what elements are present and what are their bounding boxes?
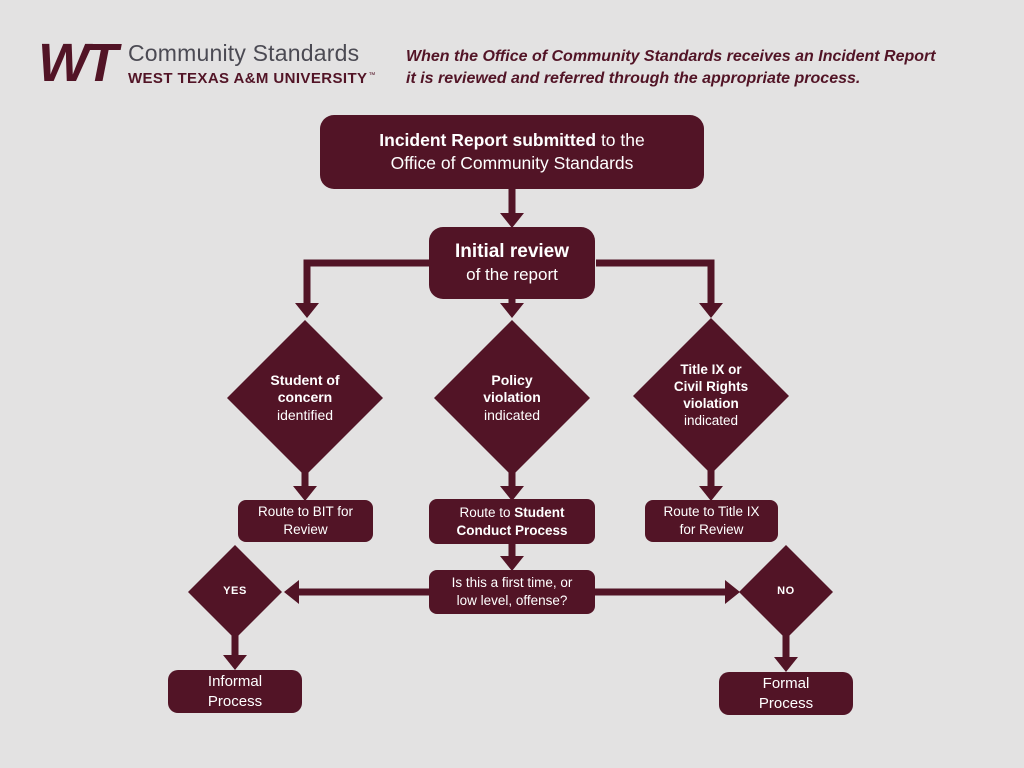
titleix-violation-diamond: Title IX or Civil Rights violation indic… bbox=[633, 318, 789, 474]
yes-diamond: YES bbox=[188, 545, 282, 639]
formal-process-node: Formal Process bbox=[719, 672, 853, 715]
route-conduct-line-2: Conduct Process bbox=[456, 522, 568, 538]
route-titleix-node: Route to Title IX for Review bbox=[645, 500, 778, 542]
logo-title: Community Standards bbox=[127, 39, 360, 66]
wt-logo-mark: WT bbox=[38, 33, 118, 93]
intro-line-2: it is reviewed and referred through the … bbox=[406, 70, 861, 88]
route-student-conduct-node: Route to Student Conduct Process bbox=[429, 499, 595, 544]
intro-text: When the Office of Community Standards r… bbox=[406, 46, 936, 91]
intro-line-1: When the Office of Community Standards r… bbox=[406, 48, 936, 65]
initial-review-subtitle: of the report bbox=[466, 265, 558, 285]
policy-violation-diamond: Policy violation indicated bbox=[434, 320, 590, 476]
student-of-concern-diamond: Student of concern identified bbox=[227, 320, 383, 476]
route-conduct-line-1: Route to Student bbox=[459, 504, 565, 520]
titleix-violation-text: Title IX or Civil Rights violation indic… bbox=[673, 362, 749, 428]
policy-violation-text: Policy violation indicated bbox=[483, 371, 541, 423]
initial-review-node: Initial review of the report bbox=[429, 227, 595, 299]
no-diamond: NO bbox=[739, 545, 833, 639]
logo-text: Community Standards WEST TEXAS A&M UNIVE… bbox=[128, 40, 376, 87]
informal-process-node: Informal Process bbox=[168, 670, 302, 713]
incident-report-line-2: Office of Community Standards bbox=[390, 153, 634, 173]
trademark-symbol: ™ bbox=[368, 71, 376, 79]
student-of-concern-text: Student of concern identified bbox=[270, 371, 340, 423]
logo-subtitle-text: WEST TEXAS A&M UNIVERSITY bbox=[127, 69, 368, 87]
route-bit-node: Route to BIT for Review bbox=[238, 500, 373, 542]
wt-logo: WT Community Standards WEST TEXAS A&M UN… bbox=[38, 36, 376, 90]
first-time-question-node: Is this a first time, or low level, offe… bbox=[429, 570, 595, 614]
incident-report-line-1: Incident Report submitted to the bbox=[379, 129, 645, 150]
initial-review-title: Initial review bbox=[454, 241, 570, 263]
logo-subtitle: WEST TEXAS A&M UNIVERSITY™ bbox=[128, 70, 376, 87]
incident-report-node: Incident Report submitted to the Office … bbox=[320, 115, 704, 189]
